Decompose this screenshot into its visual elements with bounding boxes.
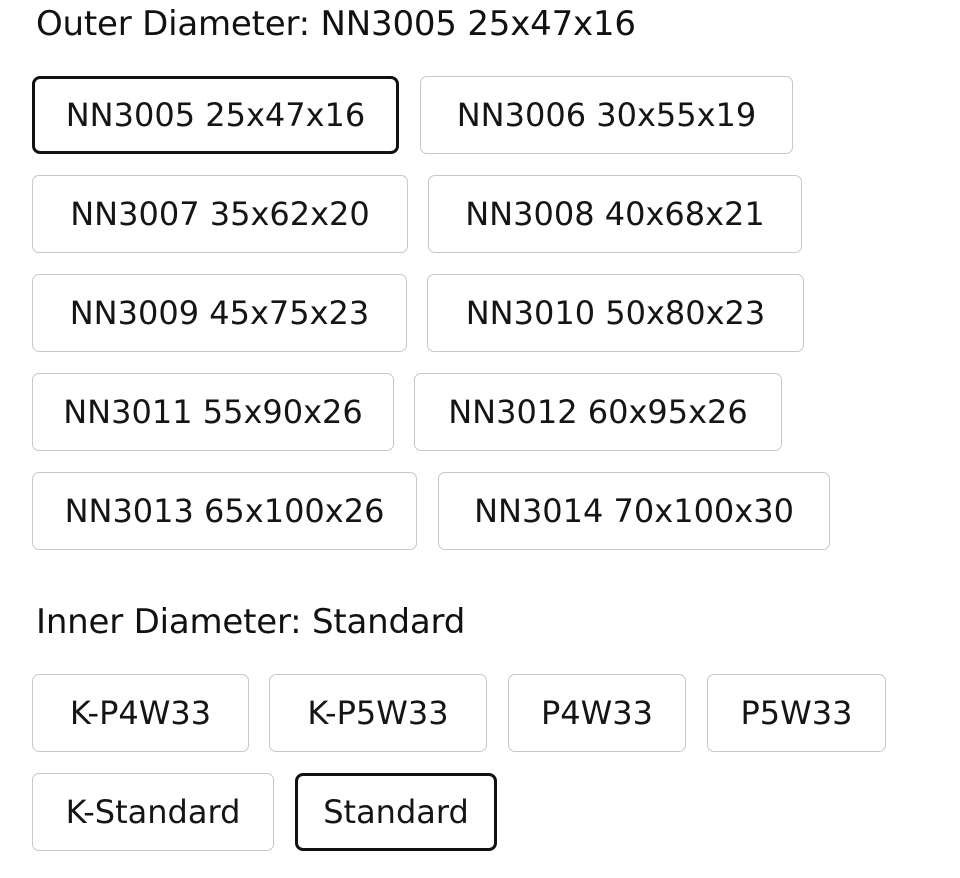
outer-option-nn3014[interactable]: NN3014 70x100x30 <box>438 472 830 550</box>
inner-option-p5w33[interactable]: P5W33 <box>707 674 886 752</box>
outer-option-nn3009[interactable]: NN3009 45x75x23 <box>32 274 407 352</box>
outer-option-nn3013[interactable]: NN3013 65x100x26 <box>32 472 417 550</box>
inner-option-k-p5w33[interactable]: K-P5W33 <box>269 674 487 752</box>
inner-option-k-standard[interactable]: K-Standard <box>32 773 274 851</box>
outer-option-nn3007[interactable]: NN3007 35x62x20 <box>32 175 408 253</box>
outer-option-nn3011[interactable]: NN3011 55x90x26 <box>32 373 394 451</box>
inner-diameter-label: Inner Diameter: <box>36 602 302 642</box>
outer-option-nn3006[interactable]: NN3006 30x55x19 <box>420 76 793 154</box>
outer-option-nn3008[interactable]: NN3008 40x68x21 <box>428 175 802 253</box>
outer-option-nn3010[interactable]: NN3010 50x80x23 <box>427 274 804 352</box>
inner-option-k-p4w33[interactable]: K-P4W33 <box>32 674 249 752</box>
outer-diameter-selected-value: NN3005 25x47x16 <box>320 4 636 44</box>
inner-diameter-selected-value: Standard <box>312 602 466 642</box>
inner-option-p4w33[interactable]: P4W33 <box>508 674 686 752</box>
inner-diameter-heading: Inner Diameter: Standard <box>36 602 465 642</box>
outer-option-nn3005[interactable]: NN3005 25x47x16 <box>32 76 399 154</box>
outer-diameter-label: Outer Diameter: <box>36 4 310 44</box>
outer-option-nn3012[interactable]: NN3012 60x95x26 <box>414 373 782 451</box>
outer-diameter-heading: Outer Diameter: NN3005 25x47x16 <box>36 4 636 44</box>
inner-option-standard[interactable]: Standard <box>295 773 497 851</box>
